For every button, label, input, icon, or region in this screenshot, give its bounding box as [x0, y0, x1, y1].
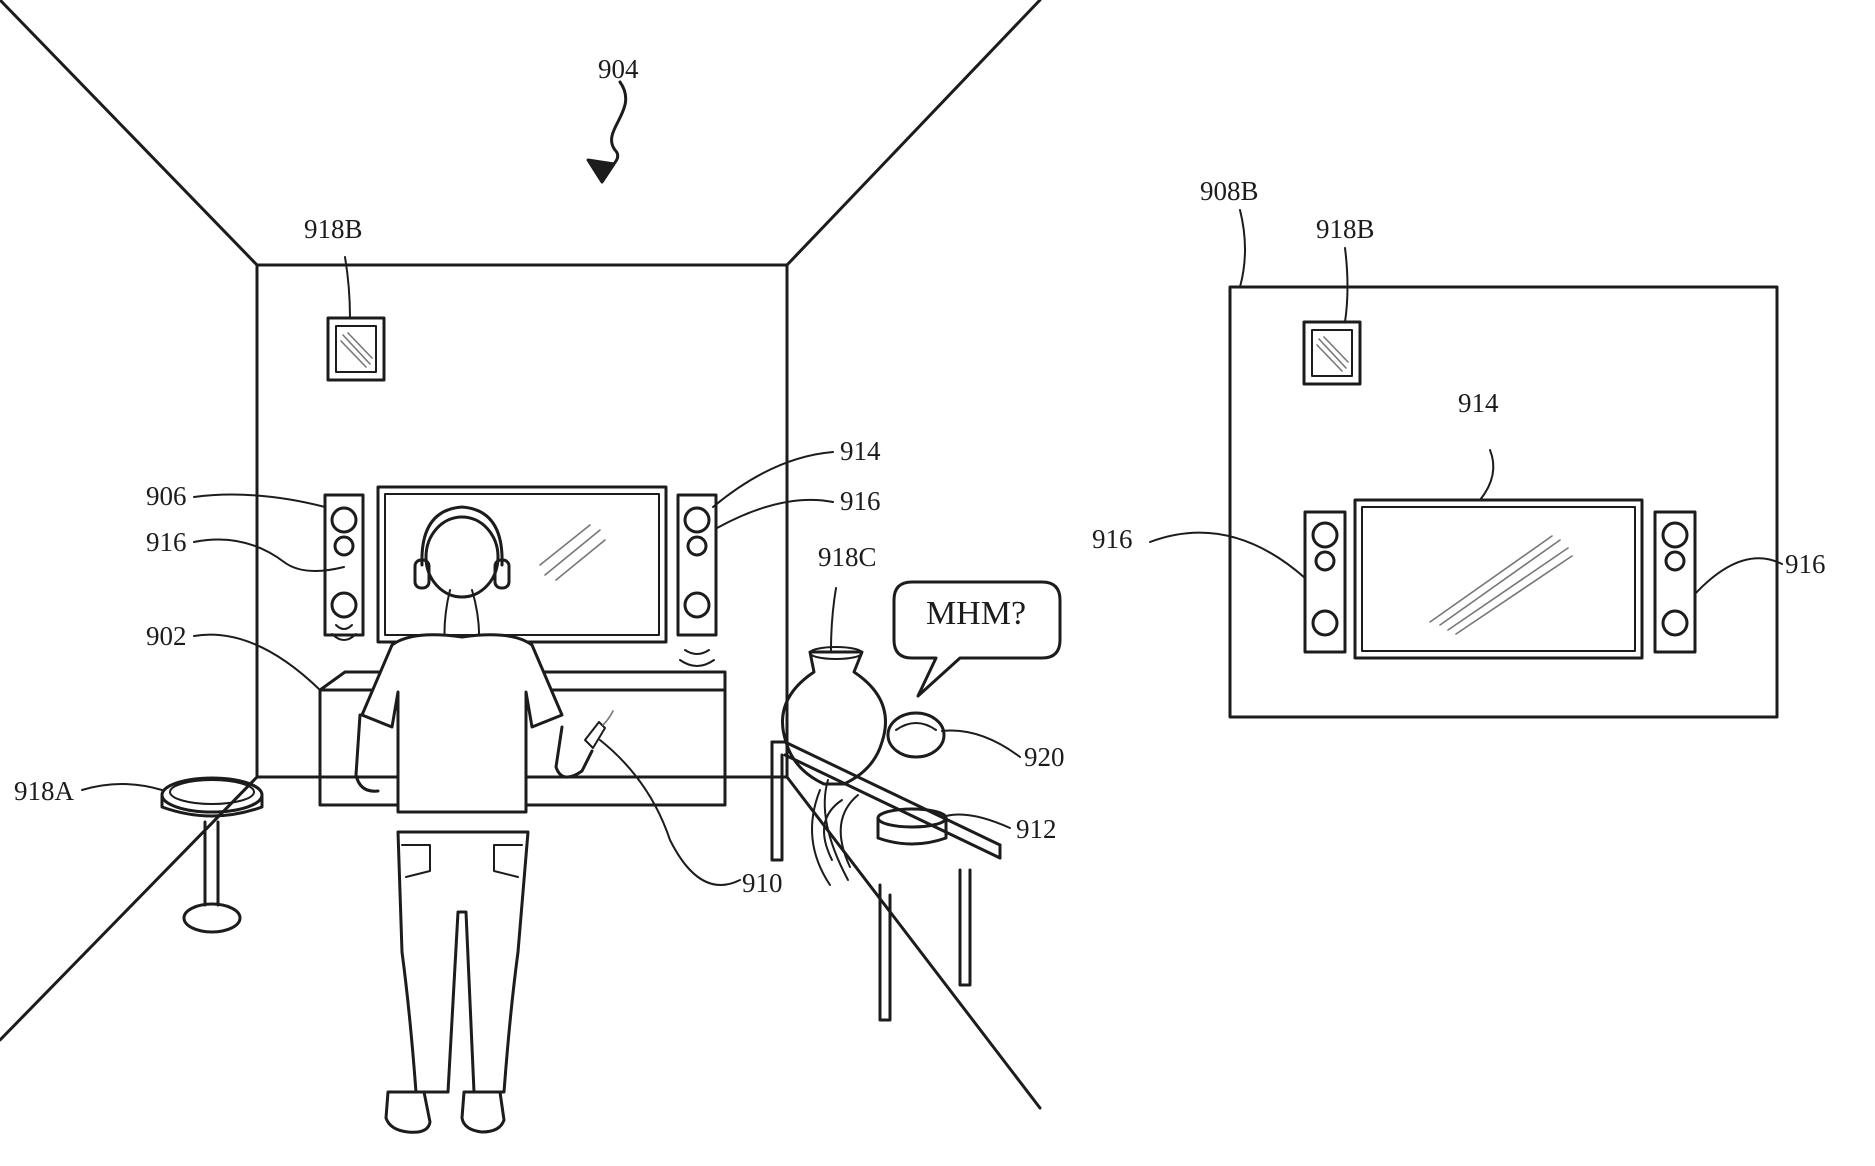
person: [354, 505, 614, 1134]
cable: [811, 789, 831, 886]
vase: [781, 646, 887, 786]
label-908b: 908B: [1200, 176, 1259, 206]
label-912: 912: [1016, 814, 1057, 844]
right-panel-right-speaker: [1653, 510, 1697, 654]
leader-lines-right: [1149, 209, 1783, 595]
television: [376, 485, 668, 644]
label-914-left: 914: [840, 436, 881, 466]
speech-bubble-text: MHM?: [926, 595, 1026, 632]
label-918a: 918A: [14, 776, 75, 806]
label-916-right-right: 916: [1785, 549, 1826, 579]
label-906: 906: [146, 481, 187, 511]
wall-picture: [326, 316, 386, 382]
right-speaker: [676, 493, 718, 667]
label-918c: 918C: [818, 542, 877, 572]
smart-speaker: [823, 794, 948, 868]
left-speaker: [323, 493, 365, 641]
label-918b-right: 918B: [1316, 214, 1375, 244]
label-910: 910: [742, 868, 783, 898]
stool: [160, 776, 264, 934]
side-table: [770, 740, 1002, 1022]
label-914-right: 914: [1458, 388, 1499, 418]
label-916-left-right: 916: [840, 486, 881, 516]
view-908b: 908B 918B 914 916 916: [1092, 176, 1826, 719]
right-panel-left-speaker: [1303, 510, 1347, 654]
room-scene: MHM?: [0, 0, 1065, 1134]
label-916-right-left: 916: [1092, 524, 1133, 554]
label-916-left-top: 916: [146, 527, 187, 557]
wall-picture-right: [1302, 320, 1362, 386]
cable: [823, 779, 849, 881]
label-918b-left: 918B: [304, 214, 363, 244]
label-904: 904: [598, 54, 639, 84]
speech-bubble: MHM?: [892, 580, 1062, 698]
label-902: 902: [146, 621, 187, 651]
voice-device: [886, 711, 946, 759]
right-panel-television: [1353, 498, 1644, 660]
label-920: 920: [1024, 742, 1065, 772]
leader-lines-left: [81, 256, 1021, 886]
arrowhead: [586, 158, 616, 184]
